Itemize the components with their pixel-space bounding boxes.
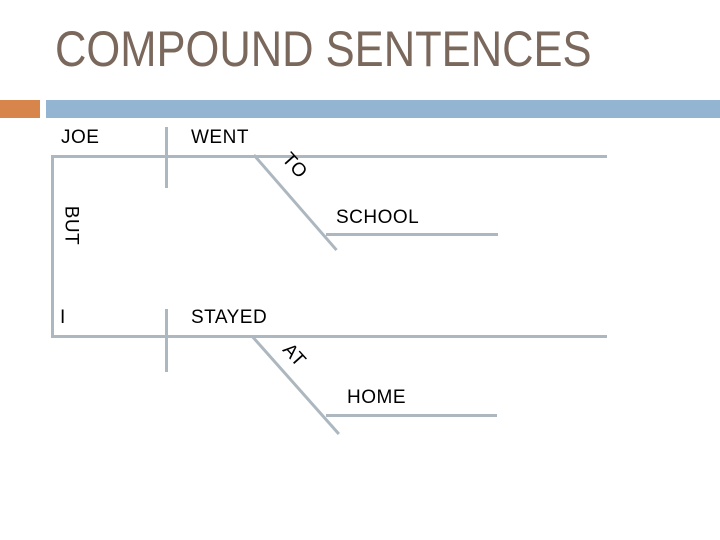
clause2-object-line	[326, 414, 497, 417]
slide-title: COMPOUND SENTENCES	[55, 21, 592, 77]
accent-bar-blue	[46, 100, 720, 118]
clause1-verb-label: WENT	[191, 127, 249, 148]
clause1-subject-verb-divider-line	[165, 127, 168, 188]
clause2-subject-verb-divider-line	[165, 309, 168, 372]
conjunction-label: BUT	[60, 205, 82, 246]
clause2-subject-label: I	[60, 307, 66, 328]
clause2-object-label: HOME	[347, 387, 406, 408]
conjunction-connector-line	[51, 155, 54, 338]
clause1-object-line	[326, 233, 498, 236]
clause1-subject-label: JOE	[61, 127, 100, 148]
clause2-baseline-line	[51, 335, 607, 338]
accent-bar-orange	[0, 100, 40, 118]
clause2-preposition-label: AT	[278, 339, 310, 372]
clause2-verb-label: STAYED	[191, 307, 268, 328]
clause1-object-label: SCHOOL	[336, 207, 420, 228]
clause1-baseline-line	[51, 155, 607, 158]
